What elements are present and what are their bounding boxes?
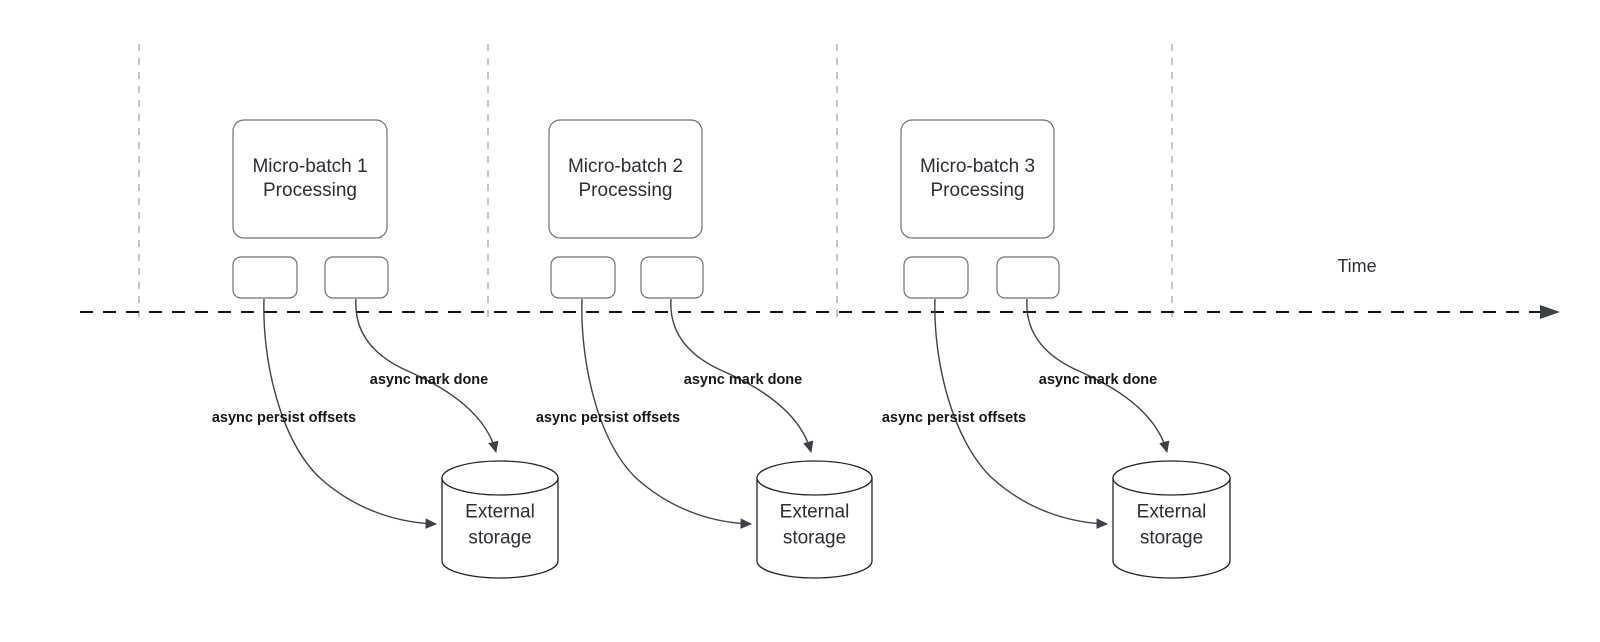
group-2-external-storage-label-line2: storage — [783, 528, 846, 549]
micro-batch-3-processing-box-shape — [900, 119, 1055, 239]
group-3-task-box-markdone — [996, 256, 1060, 299]
group-2-external-storage-label-line1: External — [780, 502, 850, 523]
group-1-external-storage-label-line1: External — [465, 502, 535, 523]
diagram-labels: Time Micro-batch 1 Processing async persist… — [212, 156, 1377, 549]
group-3-external-storage-top — [1112, 460, 1231, 496]
group-2-external-storage-body — [756, 477, 873, 579]
group-3-edge-persist-offsets — [934, 298, 1109, 529]
group-3-external-storage-label-line1: External — [1137, 502, 1207, 523]
micro-batch-1-processing-box-label-line1: Micro-batch 1 — [252, 156, 367, 177]
group-1-external-storage-label-line2: storage — [468, 528, 531, 549]
group-2-external-storage-top — [756, 460, 873, 496]
micro-batch-1-processing-box-shape — [232, 119, 388, 239]
time-axis-label: Time — [1337, 256, 1376, 276]
group-3-external-storage-body — [1112, 477, 1231, 579]
time-axis — [80, 305, 1560, 319]
group-1-edge-mark-done-label: async mark done — [370, 372, 488, 388]
group-3-task-box-persist — [903, 256, 969, 299]
batch-boundary-lines — [138, 44, 1173, 322]
group-2-task-box-markdone — [640, 256, 704, 299]
micro-batch-3-processing-box-label-line2: Processing — [931, 180, 1025, 201]
group-3-external-storage-label-line2: storage — [1140, 528, 1203, 549]
group-1-edge-mark-done — [355, 298, 499, 454]
flow-arrows — [263, 298, 1170, 529]
micro-batch-2-processing-box-shape — [548, 119, 703, 239]
group-3-edge-mark-done-label: async mark done — [1039, 372, 1157, 388]
group-1-task-box-persist — [232, 256, 298, 299]
group-2-edge-mark-done-label: async mark done — [684, 372, 802, 388]
group-2-task-box-persist — [550, 256, 616, 299]
group-3-edge-mark-done — [1026, 298, 1170, 454]
group-2-edge-mark-done — [670, 298, 814, 454]
diagram-nodes — [232, 119, 1231, 579]
group-1-edge-persist-offsets-label: async persist offsets — [212, 410, 356, 426]
group-1-external-storage-body — [441, 477, 559, 579]
micro-batch-3-processing-box-label-line1: Micro-batch 3 — [920, 156, 1035, 177]
group-1-external-storage-top — [441, 460, 559, 496]
micro-batch-1-processing-box-label-line2: Processing — [263, 180, 357, 201]
micro-batch-2-processing-box-label-line1: Micro-batch 2 — [568, 156, 683, 177]
micro-batch-2-processing-box-label-line2: Processing — [579, 180, 673, 201]
time-axis-arrowhead — [1540, 305, 1560, 319]
group-2-edge-persist-offsets-label: async persist offsets — [536, 410, 680, 426]
group-3-edge-persist-offsets-label: async persist offsets — [882, 410, 1026, 426]
group-2-edge-persist-offsets — [581, 298, 753, 529]
group-1-task-box-markdone — [324, 256, 389, 299]
group-1-edge-persist-offsets — [263, 298, 438, 529]
